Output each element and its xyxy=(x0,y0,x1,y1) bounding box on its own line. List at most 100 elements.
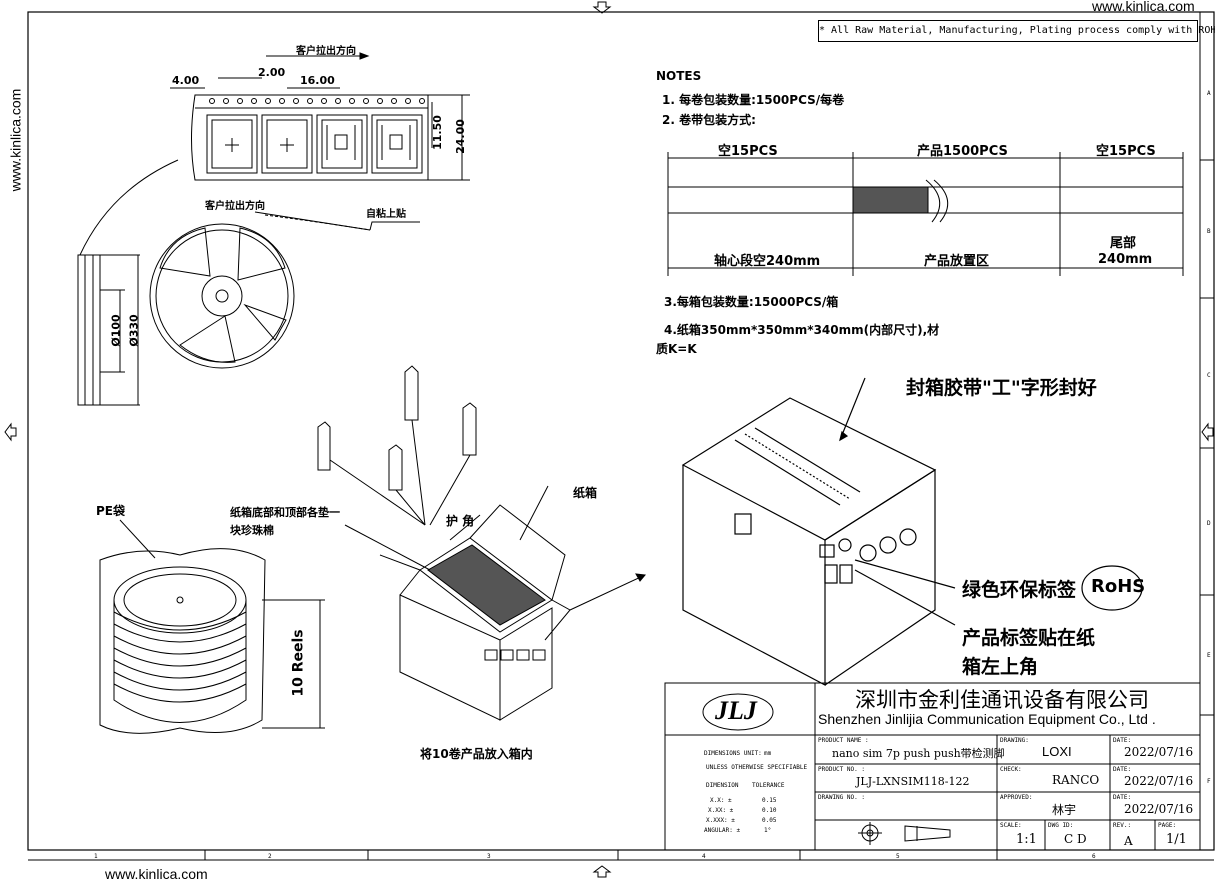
company-logo: JLJ xyxy=(715,696,757,725)
product-no: JLJ-LXNSIM118-122 xyxy=(856,775,970,788)
carton-label: 纸箱 xyxy=(573,486,598,500)
tol-row-1-dim: X.X: ± xyxy=(710,797,732,804)
zone-right-b: B xyxy=(1207,228,1211,235)
rohs-badge: RoHS xyxy=(1091,576,1146,597)
zone-right-e: E xyxy=(1207,652,1211,659)
zone-right-f: F xyxy=(1207,778,1211,785)
open-carton-drawing xyxy=(317,365,646,721)
product-label-caption-1: 产品标签贴在纸 xyxy=(962,627,1096,649)
drawing-no-label: DRAWING NO. : xyxy=(818,794,865,801)
notes-line-4b: 质K=K xyxy=(656,342,697,356)
zone-bottom-6: 6 xyxy=(1092,853,1096,860)
product-no-label: PRODUCT NO. : xyxy=(818,766,865,773)
date-label-1: DATE: xyxy=(1113,737,1132,744)
check-label: CHECK: xyxy=(1000,766,1022,773)
dwg-id: C D xyxy=(1064,832,1087,846)
page-label: PAGE: xyxy=(1158,822,1177,829)
tape-dim-pitch: 4.00 xyxy=(172,74,200,87)
dimension-header: DIMENSION xyxy=(706,782,739,789)
notes-line-1: 1. 每卷包装数量:1500PCS/每卷 xyxy=(662,93,845,107)
product-name-label: PRODUCT NAME : xyxy=(818,737,869,744)
drawn-by: LOXI xyxy=(1042,744,1072,759)
company-name-en: Shenzhen Jinlijia Communication Equipmen… xyxy=(818,711,1156,727)
scale: 1:1 xyxy=(1016,832,1037,847)
zone-right-d: D xyxy=(1207,520,1211,527)
foam-label-2: 块珍珠棉 xyxy=(230,524,274,537)
rohs-compliance-note: * All Raw Material, Manufacturing, Plati… xyxy=(818,20,1215,42)
unless-note: UNLESS OTHERWISE SPECIFIABLE xyxy=(706,764,808,771)
company-name-cn: 深圳市金利佳通讯设备有限公司 xyxy=(855,688,1149,712)
zone-bottom-2: 2 xyxy=(268,853,272,860)
closed-carton-drawing xyxy=(681,377,1143,686)
date-3: 2022/07/16 xyxy=(1124,802,1194,816)
tol-row-3-dim: X.XXX: ± xyxy=(706,817,735,824)
zone-bottom-5: 5 xyxy=(896,853,900,860)
zone-bottom-3: 3 xyxy=(487,853,491,860)
zone-bottom-4: 4 xyxy=(702,853,706,860)
product-label-caption-2: 箱左上角 xyxy=(962,656,1039,678)
strip-left-bottom: 轴心段空240mm xyxy=(714,254,821,269)
dwg-id-label: DWG ID: xyxy=(1048,822,1074,829)
reel-count-label: 10 Reels xyxy=(290,629,307,697)
notes-line-2: 2. 卷带包装方式: xyxy=(662,113,756,127)
strip-mid-bottom: 产品放置区 xyxy=(924,254,990,269)
zone-right-a: A xyxy=(1207,90,1211,97)
tape-dim-hole: 2.00 xyxy=(258,66,286,79)
date-label-3: DATE: xyxy=(1113,794,1132,801)
watermark-bottom: www.kinlica.com xyxy=(105,866,208,882)
drawing-label: DRAWING: xyxy=(1000,737,1029,744)
product-name: nano sim 7p push push带检测脚 xyxy=(832,747,1005,760)
strip-right-bottom-1: 尾部 xyxy=(1110,236,1137,251)
strip-mid-top: 产品1500PCS xyxy=(917,144,1008,159)
carrier-tape-drawing xyxy=(170,52,470,181)
drawing-frame xyxy=(27,11,1215,861)
rev: A xyxy=(1124,834,1133,848)
reel-dim-hub: Ø100 xyxy=(109,314,123,347)
green-label-caption: 绿色环保标签 xyxy=(962,579,1077,601)
checked-by: RANCO xyxy=(1052,773,1100,787)
reel-drawing xyxy=(77,159,420,406)
corner-protector-label: 护 角 xyxy=(446,514,475,528)
approved-by: 林宇 xyxy=(1052,803,1077,817)
tol-row-1-tol: 0.15 xyxy=(762,797,777,804)
tol-row-4-tol: 1° xyxy=(764,827,772,834)
strip-right-bottom-2: 240mm xyxy=(1098,252,1153,267)
date-label-2: DATE: xyxy=(1113,766,1132,773)
zone-bottom-1: 1 xyxy=(94,853,98,860)
reel-dim-outer: Ø330 xyxy=(127,314,141,347)
tape-dim-center: 11.50 xyxy=(430,115,444,150)
tol-row-2-dim: X.XX: ± xyxy=(708,807,734,814)
watermark-top: www.kinlica.com xyxy=(1092,0,1195,14)
dim-unit: mm xyxy=(764,750,772,757)
pe-bag-label: PE袋 xyxy=(96,504,125,518)
reel-cover-label: 自粘上贴 xyxy=(366,209,406,220)
approved-label: APPROVED: xyxy=(1000,794,1033,801)
strip-left-top: 空15PCS xyxy=(718,144,778,159)
tol-row-2-tol: 0.10 xyxy=(762,807,777,814)
watermark-left: www.kinlica.com xyxy=(7,88,24,192)
page-number: 1/1 xyxy=(1166,832,1187,847)
stack-caption: 将10卷产品放入箱内 xyxy=(420,747,533,761)
scale-label: SCALE: xyxy=(1000,822,1022,829)
reel-direction-label: 客户拉出方向 xyxy=(205,201,265,212)
sealing-tape-label: 封箱胶带"工"字形封好 xyxy=(906,377,1097,399)
tape-dim-width: 24.00 xyxy=(453,119,467,154)
title-block-frame xyxy=(664,682,1201,851)
date-2: 2022/07/16 xyxy=(1124,774,1194,788)
zone-right-c: C xyxy=(1207,372,1211,379)
tol-row-3-tol: 0.05 xyxy=(762,817,777,824)
reel-stack-drawing xyxy=(99,519,325,734)
strip-right-top: 空15PCS xyxy=(1096,144,1156,159)
notes-line-4a: 4.纸箱350mm*350mm*340mm(内部尺寸),材 xyxy=(664,323,940,337)
tolerance-header: TOLERANCE xyxy=(752,782,785,789)
date-1: 2022/07/16 xyxy=(1124,745,1194,759)
reel-strip-diagram xyxy=(667,152,1184,276)
dim-unit-label: DIMENSIONS UNIT: xyxy=(704,750,762,757)
foam-label-1: 纸箱底部和顶部各垫一 xyxy=(230,506,340,519)
tape-direction-label: 客户拉出方向 xyxy=(296,46,356,57)
notes-title: NOTES xyxy=(656,69,702,83)
tape-dim-pocket: 16.00 xyxy=(300,74,335,87)
notes-line-3: 3.每箱包装数量:15000PCS/箱 xyxy=(664,295,839,309)
tol-row-4-dim: ANGULAR: ± xyxy=(704,827,741,834)
